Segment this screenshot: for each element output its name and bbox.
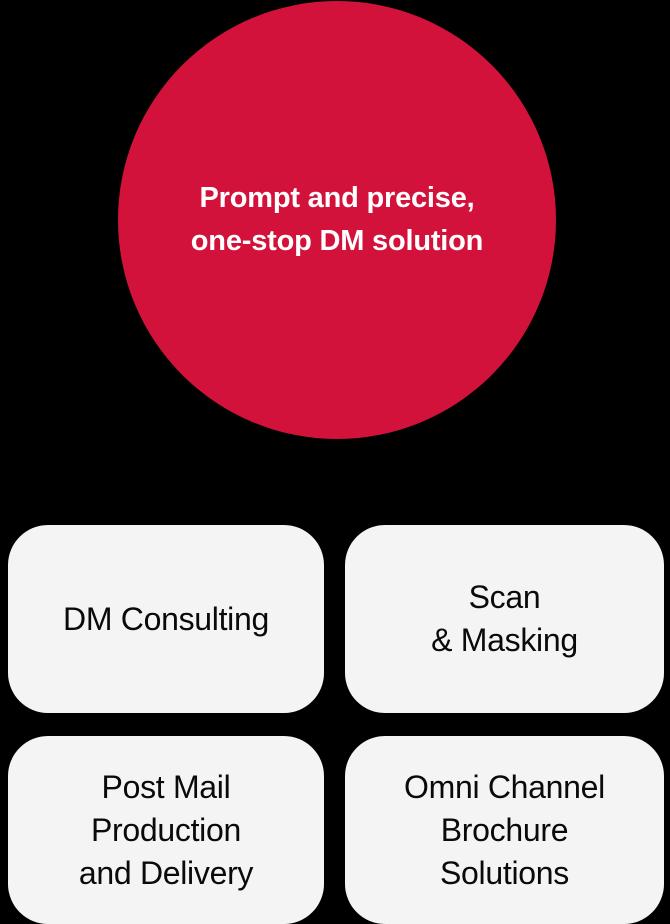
card-label: Omni Channel Brochure Solutions <box>404 768 605 891</box>
services-grid: DM Consulting Scan & Masking Post Mail P… <box>8 525 664 924</box>
card-post-mail-production-delivery: Post Mail Production and Delivery <box>8 736 324 924</box>
card-dm-consulting: DM Consulting <box>8 525 324 713</box>
card-omni-channel-brochure-solutions: Omni Channel Brochure Solutions <box>345 736 664 924</box>
hero-circle: Prompt and precise, one-stop DM solution <box>118 1 556 439</box>
card-scan-masking: Scan & Masking <box>345 525 664 713</box>
hero-tagline: Prompt and precise, one-stop DM solution <box>190 182 484 257</box>
card-label: Scan & Masking <box>431 579 578 658</box>
card-label: Post Mail Production and Delivery <box>78 768 254 891</box>
card-label: DM Consulting <box>63 600 269 637</box>
